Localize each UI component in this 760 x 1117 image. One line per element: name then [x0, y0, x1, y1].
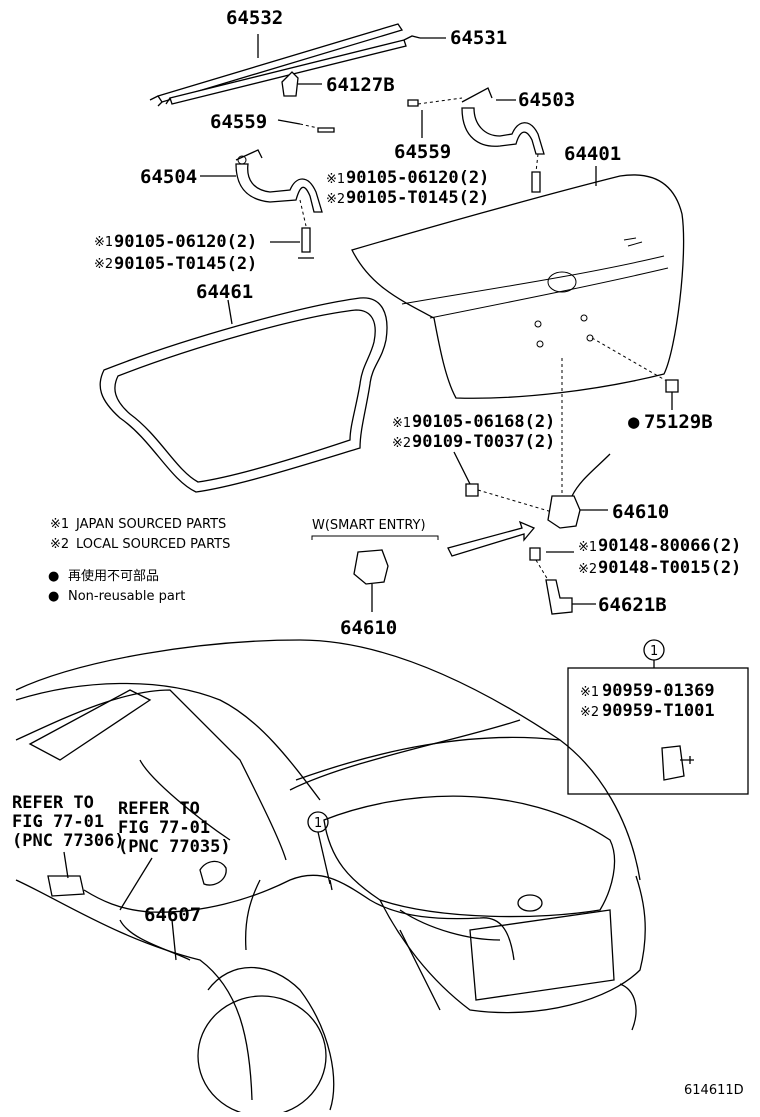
label-90148-80066: 90148-80066(2) — [598, 536, 741, 556]
mark-2-b: ※2 — [326, 192, 345, 207]
rod-64532 — [149, 23, 404, 107]
clip-64127B — [281, 71, 299, 97]
figure-id: 614611D — [684, 1083, 744, 1098]
bracket-64621B — [545, 579, 573, 615]
clamp-part — [661, 745, 694, 781]
label-90105-06120-a: 90105-06120(2) — [114, 232, 257, 252]
legend-mark-2: ※2 — [50, 537, 69, 552]
mark-1-c: ※1 — [392, 416, 411, 431]
label-64504: 64504 — [140, 166, 197, 188]
lock-64610-smart-entry — [353, 549, 389, 585]
label-64607: 64607 — [144, 904, 201, 926]
label-90105-06168: 90105-06168(2) — [412, 412, 555, 432]
label-64127B: 64127B — [326, 74, 395, 96]
car-body — [15, 639, 646, 1117]
refer-a-line3: (PNC 77306) — [12, 831, 125, 851]
label-90105-T0145-b: 90105-T0145(2) — [346, 188, 489, 208]
legend-local: LOCAL SOURCED PARTS — [76, 537, 230, 552]
harness-64607 — [47, 874, 515, 961]
label-75129B: 75129B — [644, 411, 713, 433]
legend-dot-1: ● — [48, 569, 59, 584]
label-90959-T1001: 90959-T1001 — [602, 701, 715, 721]
label-64461: 64461 — [196, 281, 253, 303]
mark-2-d: ※2 — [578, 562, 597, 577]
mark-1-d: ※1 — [578, 540, 597, 555]
label-90105-T0145-a: 90105-T0145(2) — [114, 254, 257, 274]
legend-nonreuse-jp: 再使用不可部品 — [68, 568, 159, 584]
mark-1-b: ※1 — [326, 172, 345, 187]
mark-1-a: ※1 — [94, 235, 113, 250]
hinge-64504 — [235, 149, 323, 213]
smart-entry-label: W(SMART ENTRY) — [312, 518, 426, 533]
legend-dot-2: ● — [48, 589, 59, 604]
ref-circle-car-num: 1 — [314, 816, 322, 831]
lock-64610 — [547, 453, 611, 529]
label-64559-right: 64559 — [394, 141, 451, 163]
label-64610-right: 64610 — [612, 501, 669, 523]
weatherstrip-64461 — [99, 297, 388, 493]
arrow — [447, 520, 536, 557]
legend-nonreuse-en: Non-reusable part — [68, 589, 185, 604]
label-90109-T0037: 90109-T0037(2) — [412, 432, 555, 452]
rod-64531 — [165, 35, 421, 105]
refer-77306: REFER TO FIG 77-01 (PNC 77306) — [12, 793, 125, 851]
legend: ※1 JAPAN SOURCED PARTS ※2 LOCAL SOURCED … — [48, 517, 230, 604]
label-64401: 64401 — [564, 143, 621, 165]
detail-box — [567, 667, 749, 795]
ref-circle-detail-num: 1 — [650, 644, 658, 659]
hinge-64503 — [461, 87, 545, 155]
mark-2-c: ※2 — [392, 436, 411, 451]
label-90105-06120-b: 90105-06120(2) — [346, 168, 489, 188]
mark-2-a: ※2 — [94, 257, 113, 272]
refer-a-line1: REFER TO — [12, 793, 94, 813]
refer-a-line2: FIG 77-01 — [12, 812, 104, 832]
label-64503: 64503 — [518, 89, 575, 111]
legend-mark-1: ※1 — [50, 517, 69, 532]
refer-b-line2: FIG 77-01 — [118, 818, 210, 838]
label-64559-left: 64559 — [210, 111, 267, 133]
refer-77035: REFER TO FIG 77-01 (PNC 77035) — [118, 799, 231, 857]
refer-b-line1: REFER TO — [118, 799, 200, 819]
label-64531: 64531 — [450, 27, 507, 49]
label-90148-T0015: 90148-T0015(2) — [598, 558, 741, 578]
trunk-lid-64401 — [351, 174, 685, 399]
label-64532: 64532 — [226, 7, 283, 29]
dot-75129B: ● — [628, 411, 640, 433]
label-64621B: 64621B — [598, 594, 667, 616]
label-90959-01369: 90959-01369 — [602, 681, 715, 701]
mark-1-e: ※1 — [580, 685, 599, 700]
label-64610-left: 64610 — [340, 617, 397, 639]
mark-2-e: ※2 — [580, 705, 599, 720]
legend-japan: JAPAN SOURCED PARTS — [75, 517, 226, 532]
refer-b-line3: (PNC 77035) — [118, 837, 231, 857]
